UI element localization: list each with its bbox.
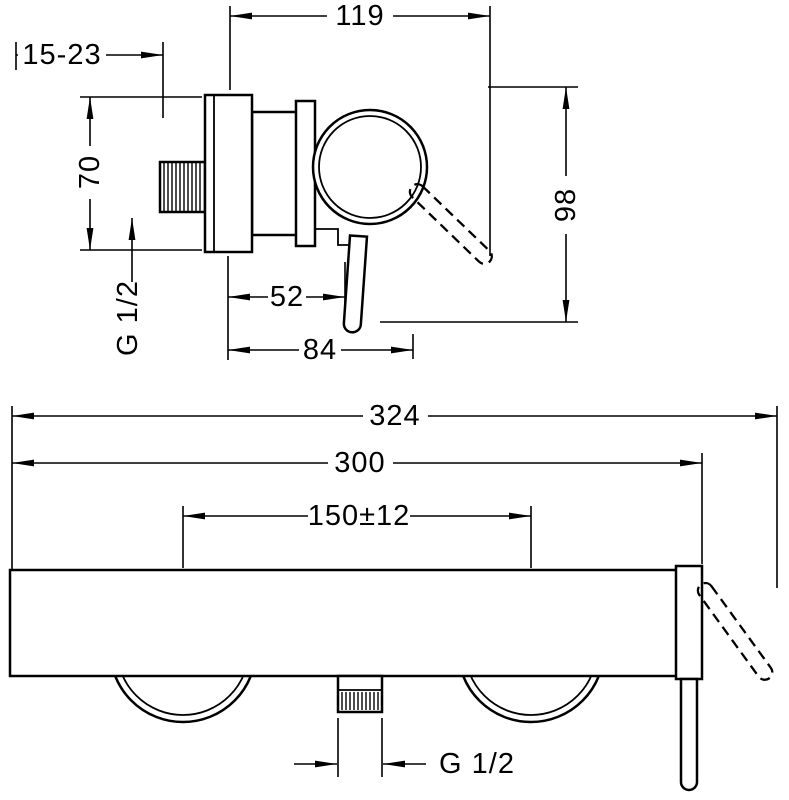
dim-label-150-12: 150±12 xyxy=(308,500,411,532)
valve-cap-outer xyxy=(311,108,429,226)
dim-label-98: 98 xyxy=(550,188,582,222)
dim-label-70: 70 xyxy=(74,155,106,189)
handle-side-alt-position-dashed xyxy=(408,183,493,265)
outlet-connector xyxy=(336,674,384,714)
outlet-thread-hatch xyxy=(341,692,379,710)
label-inlet-thread: G 1/2 xyxy=(112,218,144,356)
dim-depth-inner: 52 xyxy=(227,256,346,360)
handle-front-alt-position-dashed xyxy=(696,581,774,681)
dim-label-52: 52 xyxy=(270,281,304,313)
dim-label-84: 84 xyxy=(303,334,337,366)
extension-lines xyxy=(11,406,778,588)
dim-label-15-23: 15-23 xyxy=(22,39,101,71)
extension-lines xyxy=(227,256,346,360)
dim-overall-width: 324 xyxy=(11,400,778,588)
valve-body xyxy=(250,110,302,237)
handle-side xyxy=(342,234,369,334)
valve-cap-inner xyxy=(318,115,422,219)
handle-mount xyxy=(316,228,352,246)
handle-base xyxy=(674,564,704,681)
side-view: 119 15-23 70 G 1/2 52 xyxy=(15,0,582,366)
inlet-pipe xyxy=(158,160,207,214)
dim-connection-centers: 150±12 xyxy=(182,500,532,568)
dim-label-324: 324 xyxy=(369,400,420,432)
dim-wall-clearance: 15-23 xyxy=(15,39,164,118)
mixer-bar xyxy=(8,568,681,678)
dim-overall-height: 98 xyxy=(380,86,582,323)
thread-label-g12: G 1/2 xyxy=(112,280,144,356)
handle-front xyxy=(679,677,699,792)
dim-body-height: 70 xyxy=(74,96,202,251)
dim-outlet-thread: G 1/2 xyxy=(294,718,515,780)
inlet-thread-hatch xyxy=(163,163,201,211)
dim-label-300: 300 xyxy=(334,447,385,479)
extension-lines xyxy=(80,96,202,251)
dim-label-119: 119 xyxy=(335,0,384,32)
label-background xyxy=(18,41,106,69)
wall-plate xyxy=(203,93,254,254)
extension-lines xyxy=(337,718,383,777)
thread-label-g12-bottom: G 1/2 xyxy=(439,748,515,780)
dim-body-width: 300 xyxy=(12,447,703,564)
dim-width-top: 119 xyxy=(229,0,491,256)
dim-depth-outer: 84 xyxy=(228,334,414,366)
extension-lines xyxy=(229,6,491,256)
front-view: 324 300 150±12 G 1/2 xyxy=(8,400,778,792)
